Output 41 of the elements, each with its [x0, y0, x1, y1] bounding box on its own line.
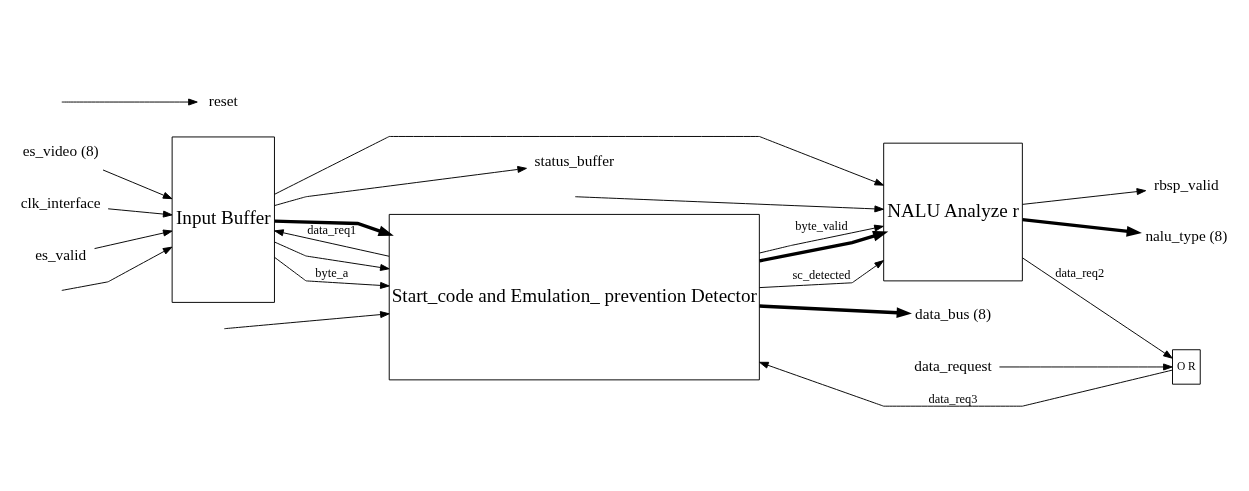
edge-label: data_req2	[1055, 265, 1105, 280]
arrow	[274, 229, 390, 257]
node-text: clk_interface	[20, 194, 101, 212]
arrow	[102, 169, 173, 200]
node-text: rbsp_valid	[1154, 175, 1219, 193]
node-text: data_request	[914, 356, 992, 374]
arrow	[107, 208, 173, 218]
arrow	[61, 246, 173, 291]
node-text: es_valid	[35, 245, 87, 263]
arrow	[759, 230, 889, 263]
arrow	[274, 256, 390, 289]
node-box: NALU Analyze r	[883, 142, 1023, 282]
edge-label: data_req3	[928, 391, 978, 406]
arrow	[1022, 218, 1142, 237]
node-text: reset	[208, 91, 238, 109]
arrow	[574, 196, 884, 213]
arrow	[759, 361, 1173, 407]
arrow	[94, 229, 173, 250]
arrow	[61, 98, 198, 106]
arrow	[274, 136, 885, 195]
arrow	[274, 241, 390, 271]
arrow	[1022, 257, 1173, 359]
node-box: Input Buffer	[171, 136, 275, 303]
edge-label: byte_a	[315, 266, 349, 281]
arrow	[223, 311, 390, 330]
edge-label: byte_valid	[795, 218, 848, 233]
node-text: data_bus (8)	[915, 304, 992, 322]
node-text: nalu_type (8)	[1145, 227, 1228, 245]
arrow	[274, 219, 394, 236]
arrow	[759, 260, 884, 289]
arrow	[759, 304, 912, 318]
node-text: es_video (8)	[22, 142, 99, 160]
arrow	[998, 363, 1173, 371]
node-box: Start_code and Emulation_ prevention Detector	[388, 213, 760, 381]
edge-label: sc_detected	[792, 268, 851, 283]
arrow	[759, 224, 884, 254]
edge-label: data_req1	[307, 223, 357, 238]
arrow	[1022, 188, 1147, 205]
node-box: O R	[1172, 349, 1201, 385]
arrow	[274, 165, 527, 206]
node-text: status_buffer	[534, 151, 615, 169]
